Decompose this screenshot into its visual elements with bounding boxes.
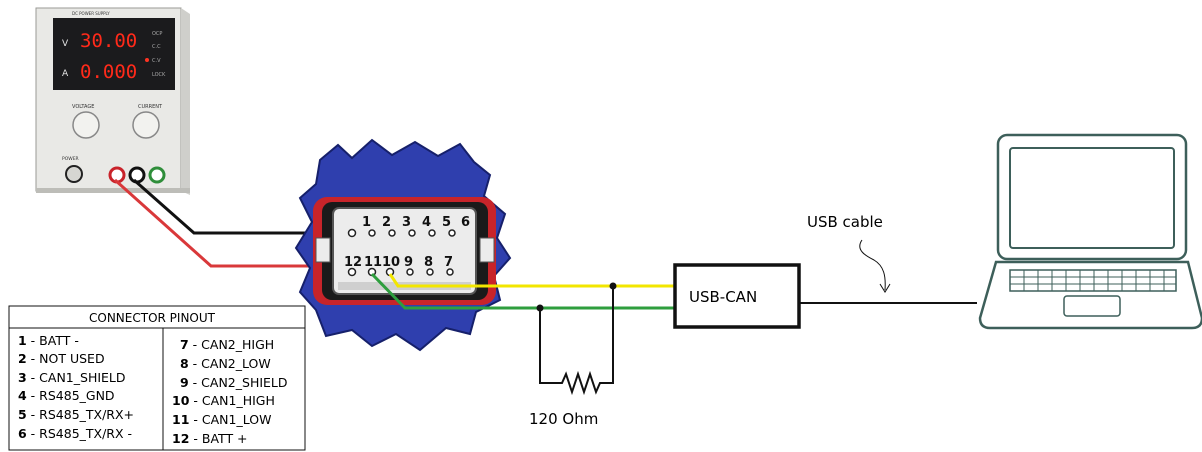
- pin-9: [406, 268, 414, 276]
- current-unit-label: A: [62, 69, 69, 79]
- batt-minus-wire: [133, 178, 352, 235]
- pinout-row-3: 3 - CAN1_SHIELD: [18, 370, 126, 385]
- pinout-table: CONNECTOR PINOUT 1 - BATT - 2 - NOT USED…: [8, 305, 306, 451]
- pinout-row-5: 5 - RS485_TX/RX+: [18, 407, 134, 422]
- indicator-cc: C.C: [152, 44, 161, 50]
- voltage-unit-label: V: [62, 39, 69, 49]
- laptop-base: [978, 260, 1202, 330]
- can-low-wire: [370, 272, 675, 310]
- resistor-120-ohm: [539, 286, 614, 396]
- laptop-icon: [978, 133, 1202, 330]
- pinout-row-9: 9 - CAN2_SHIELD: [180, 375, 288, 390]
- voltage-display: 30.00: [80, 30, 137, 52]
- voltage-knob-label: VOLTAGE: [72, 104, 94, 110]
- pin-8: [426, 268, 434, 276]
- pin-8-label: 8: [424, 255, 433, 270]
- terminal-ground: [148, 166, 166, 184]
- usb-cable-pointer: [859, 239, 886, 291]
- can-high-wire: [388, 273, 675, 288]
- pin-2: [368, 229, 376, 237]
- usb-can-label: USB-CAN: [689, 288, 757, 306]
- pin-6-label: 6: [461, 215, 470, 230]
- pin-6: [448, 229, 456, 237]
- pin-11-label: 11: [364, 255, 382, 270]
- svg-text:DC POWER SUPPLY: DC POWER SUPPLY: [72, 11, 110, 16]
- pinout-row-2: 2 - NOT USED: [18, 351, 105, 366]
- pin-3-label: 3: [402, 215, 411, 230]
- pinout-row-12: 12 - BATT +: [172, 431, 248, 446]
- indicator-lock: LOCK: [152, 72, 166, 78]
- indicator-cv: C.V: [152, 58, 161, 64]
- pin-10-label: 10: [382, 255, 400, 270]
- pin-7: [446, 268, 454, 276]
- pin-4: [408, 229, 416, 237]
- pinout-row-11: 11 - CAN1_LOW: [172, 412, 271, 427]
- pinout-row-6: 6 - RS485_TX/RX -: [18, 426, 132, 441]
- pinout-row-1: 1 - BATT -: [18, 333, 79, 348]
- pin-12: [347, 267, 357, 277]
- pin-5-label: 5: [442, 215, 451, 230]
- pinout-row-8: 8 - CAN2_LOW: [180, 356, 271, 371]
- power-button[interactable]: [65, 165, 83, 183]
- resistor-label: 120 Ohm: [529, 410, 598, 428]
- pin-7-label: 7: [444, 255, 453, 270]
- pinout-row-7: 7 - CAN2_HIGH: [180, 337, 274, 352]
- display-panel: [53, 18, 175, 90]
- pinout-row-4: 4 - RS485_GND: [18, 388, 115, 403]
- usb-can-adapter: [673, 263, 801, 329]
- pin-5: [428, 229, 436, 237]
- pin-12-label: 12: [344, 255, 362, 270]
- pin-2-label: 2: [382, 215, 391, 230]
- pin-3: [388, 229, 396, 237]
- pin-9-label: 9: [404, 255, 413, 270]
- voltage-knob[interactable]: [72, 111, 100, 139]
- indicator-ocp: OCP: [152, 31, 162, 37]
- pinout-row-10: 10 - CAN1_HIGH: [172, 393, 275, 408]
- pin-1-label: 1: [362, 215, 371, 230]
- usb-cable-label: USB cable: [807, 213, 883, 231]
- current-display: 0.000: [80, 61, 137, 83]
- power-supply: DC POWER SUPPLY V A 30.00 0.000 OCP C.C …: [35, 7, 190, 195]
- laptop-keyboard: [1009, 269, 1177, 292]
- current-knob-label: CURRENT: [138, 104, 163, 110]
- current-knob[interactable]: [132, 111, 160, 139]
- batt-plus-wire: [113, 178, 350, 268]
- terminal-negative: [128, 166, 146, 184]
- laptop-screen: [996, 133, 1188, 261]
- pin-1: [347, 228, 357, 238]
- laptop-touchpad: [1063, 295, 1121, 317]
- connector: 1 2 3 4 5 6 12 11 10 9 8 7: [294, 138, 512, 352]
- pinout-table-title: CONNECTOR PINOUT: [89, 311, 216, 325]
- power-label: POWER: [62, 156, 79, 162]
- pin-4-label: 4: [422, 215, 431, 230]
